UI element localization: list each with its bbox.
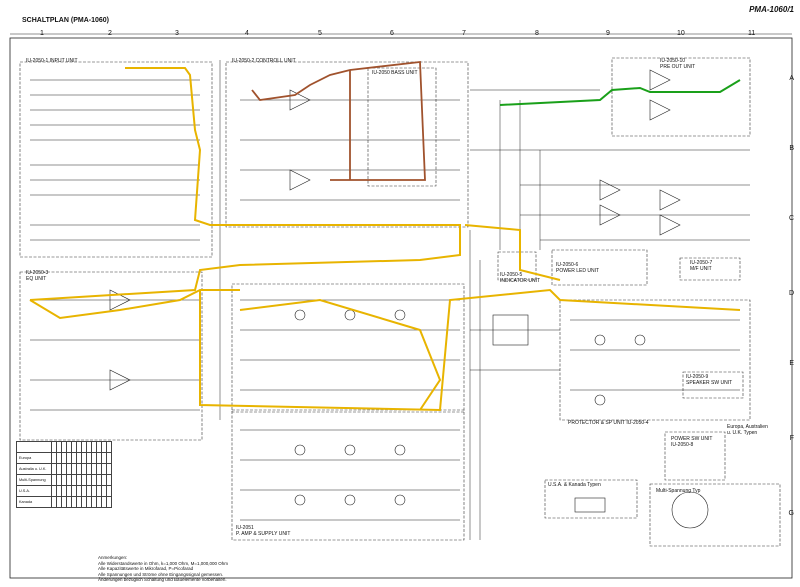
eu-unit-label: Europa, Australien u. U.K. Typen (727, 424, 768, 436)
led-unit-label: IU-2050-6 POWER LED UNIT (556, 262, 600, 274)
mf-unit-label: IU-2050-7 M/F UNIT (690, 260, 713, 272)
row-label: C (788, 215, 794, 222)
protector-unit-label: PROTECTOR & SP UNIT IU-2050-4 (568, 420, 649, 426)
table-row: Multi-Spannung (16, 474, 112, 486)
eq-unit-label: IU-2050-3 EQ UNIT (26, 270, 49, 282)
usa-unit-box (544, 479, 638, 519)
pamp-lower-box (231, 409, 465, 541)
power-sw-box (664, 431, 726, 481)
model-number: PMA-1060/1 (749, 5, 794, 14)
mf-unit-box (679, 257, 741, 281)
speaker-unit-label: IU-2050-9 SPEAKER SW UNIT (686, 374, 733, 386)
speaker-unit-box (682, 371, 744, 399)
control-path-highlight (251, 60, 426, 181)
column-label: 6 (390, 30, 394, 37)
multi-unit-label: Multi-Spannung Typ (656, 488, 701, 494)
notes-line: Änderungen bezüglich Schaltung und Bauel… (98, 577, 227, 582)
column-label: 1 (40, 30, 44, 37)
led-unit-box (551, 249, 648, 286)
input-unit-box (19, 61, 213, 258)
multi-unit-box (649, 483, 781, 547)
bass-unit-label: IU-2050 BASS UNIT (372, 70, 418, 76)
table-row: Europa (16, 452, 112, 464)
control-unit-label: IU-2050-2 CONTROLL UNIT (232, 58, 296, 64)
notes-block: Anmerkungen: Alle Widerstandswerte in Oh… (98, 555, 228, 583)
notes-heading: Anmerkungen: (98, 555, 128, 560)
bass-unit-box (367, 67, 437, 187)
column-label: 11 (748, 30, 756, 37)
table-row (16, 441, 112, 453)
table-row: Kanada (16, 496, 112, 508)
column-label: 8 (535, 30, 539, 37)
row-label: G (788, 510, 794, 517)
column-label: 7 (462, 30, 466, 37)
notes-line: Alle Spannungen und Ströme ohne Eingangs… (98, 571, 224, 577)
power-sw-label: POWER SW UNIT IU-2050-8 (671, 436, 713, 448)
row-label: D (788, 290, 794, 297)
eq-unit-box (19, 271, 203, 441)
protector-unit-box (559, 299, 751, 421)
signal-path-highlight (29, 67, 741, 412)
column-label: 9 (606, 30, 610, 37)
table-row: Australia u. U.K. (16, 463, 112, 475)
table-row: U.S.A. (16, 485, 112, 497)
schematic-title: SCHALTPLAN (PMA-1060) (22, 17, 109, 24)
column-label: 5 (318, 30, 322, 37)
column-label: 3 (175, 30, 179, 37)
usa-unit-label: U.S.A. & Kanada Typen (548, 482, 601, 488)
indicator-unit-box (497, 251, 537, 281)
preout-unit-box (611, 57, 751, 137)
control-unit-box (225, 61, 469, 228)
pamp-upper-box (231, 283, 465, 413)
column-label: 2 (108, 30, 112, 37)
column-label: 10 (677, 30, 685, 37)
preout-path-highlight (499, 79, 741, 106)
version-table: Europa Australia u. U.K. Multi-Spannung … (16, 441, 112, 508)
pamp-unit-label: IU-2051 P. AMP & SUPPLY UNIT (236, 525, 291, 537)
preout-unit-label: IU-2050-10 PRE OUT UNIT (660, 58, 696, 70)
input-unit-label: IU-2050-1 INPUT UNIT (26, 58, 78, 64)
notes-line: Alle Kapazitätswerte in Mikrofarad, P=Pi… (98, 566, 194, 571)
indicator-unit-label: IU-2050-5 INDICATOR UNIT (500, 272, 541, 284)
notes-line: Alle Widerstandswerte in Ohm, k=1,000 Oh… (98, 560, 229, 566)
column-label: 4 (245, 30, 249, 37)
